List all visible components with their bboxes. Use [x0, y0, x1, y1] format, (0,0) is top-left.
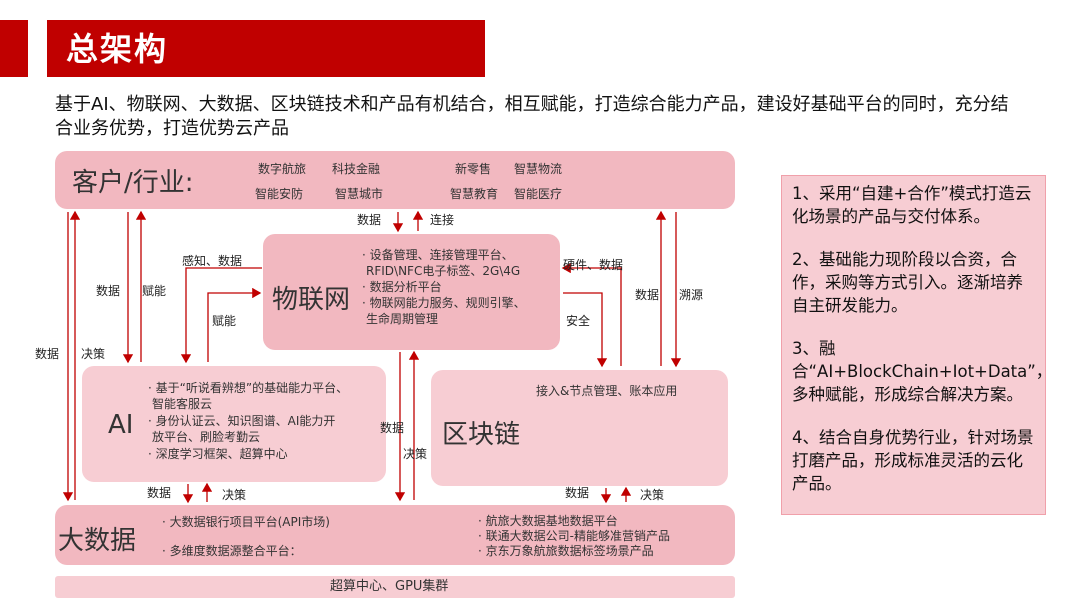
- customer-industry-label: 客户/行业:: [72, 168, 194, 198]
- customer-tag: 智慧物流: [514, 162, 563, 176]
- header-accent-bar: [0, 20, 28, 77]
- arrow-label-hardware: 硬件、数据: [563, 258, 624, 272]
- arrow-label-data: 数据: [35, 347, 60, 361]
- arrow-label-decision: 决策: [640, 488, 665, 502]
- bigdata-box: [55, 505, 735, 565]
- ai-item: · 深度学习框架、超算中心: [148, 447, 288, 461]
- arrow-label-data: 数据: [635, 288, 660, 302]
- customer-tag: 智能安防: [255, 187, 304, 201]
- arrow-security: [563, 292, 608, 368]
- iot-label: 物联网: [272, 285, 351, 315]
- arrow-label-perception: 感知、数据: [182, 254, 243, 268]
- ai-item: 智能客服云: [152, 397, 213, 411]
- iot-box: [263, 234, 560, 350]
- iot-item: · 设备管理、连接管理平台、: [362, 248, 514, 262]
- iot-item: · 物联网能力服务、规则引擎、: [362, 296, 526, 310]
- blockchain-label: 区块链: [442, 420, 521, 450]
- customer-tag: 新零售: [455, 162, 492, 176]
- customer-tag: 智慧教育: [450, 187, 499, 201]
- ai-item: · 身份认证云、知识图谱、AI能力开: [148, 414, 336, 428]
- header-bar: [47, 20, 485, 77]
- bigdata-item: · 多维度数据源整合平台：: [162, 544, 302, 558]
- note-item: 2、基础能力现阶段以合资，合作，采购等方式引入。逐渐培养自主研发能力。: [792, 250, 1023, 315]
- arrow-label-data: 数据: [147, 486, 172, 500]
- compute-cluster-label: 超算中心、GPU集群: [330, 579, 449, 594]
- ai-label: AI: [108, 410, 134, 440]
- arrow-label-data: 数据: [380, 421, 405, 435]
- arrow-label-security: 安全: [566, 314, 591, 328]
- customer-tag: 智能医疗: [514, 187, 563, 201]
- arrow-label-data: 数据: [357, 213, 382, 227]
- note-item: 3、融合“AI+BlockChain+Iot+Data”，多种赋能，形成综合解决…: [792, 339, 1053, 404]
- arrow-label-empower: 赋能: [142, 284, 167, 298]
- arrow-label-decision: 决策: [403, 447, 428, 461]
- compute-cluster-bar: [55, 576, 735, 598]
- ai-item: 放平台、刷脸考勤云: [152, 430, 261, 444]
- bigdata-item: · 航旅大数据基地数据平台: [478, 514, 618, 528]
- iot-item: · 数据分析平台: [362, 280, 442, 294]
- arrow-ai-iot-empower: [207, 287, 262, 362]
- ai-item: · 基于“听说看辨想”的基础能力平台、: [148, 381, 349, 395]
- bigdata-label: 大数据: [58, 526, 137, 556]
- arrow-iot-ai-perception: [180, 267, 262, 364]
- blockchain-item: 接入&节点管理、账本应用: [536, 384, 678, 398]
- customer-tag: 数字航旅: [258, 162, 307, 176]
- arrow-label-decision: 决策: [81, 347, 106, 361]
- iot-item: 生命周期管理: [366, 312, 439, 326]
- customer-tag: 智慧城市: [335, 187, 384, 201]
- arrow-label-connect: 连接: [430, 213, 455, 227]
- iot-item: RFID\NFC电子标签、2G\4G: [366, 264, 521, 278]
- page-title: 总架构: [66, 30, 169, 68]
- note-item: 1、采用“自建+合作”模式打造云化场景的产品与交付体系。: [792, 184, 1032, 226]
- arrow-label-data: 数据: [565, 486, 590, 500]
- note-item: 4、结合自身优势行业，针对场景打磨产品，形成标准灵活的云化产品。: [792, 428, 1034, 493]
- arrow-label-decision: 决策: [222, 488, 247, 502]
- arrow-label-empower: 赋能: [212, 314, 237, 328]
- bigdata-item: · 大数据银行项目平台(API市场): [162, 515, 330, 529]
- arrow-label-trace: 溯源: [679, 288, 704, 302]
- blockchain-box: [431, 370, 728, 486]
- customer-tag: 科技金融: [332, 162, 381, 176]
- intro-text: 基于AI、物联网、大数据、区块链技术和产品有机结合，相互赋能，打造综合能力产品，…: [55, 94, 1009, 139]
- bigdata-item: · 联通大数据公司-精能够准营销产品: [478, 529, 670, 543]
- arrow-label-data: 数据: [96, 284, 121, 298]
- notes-panel: 1、采用“自建+合作”模式打造云化场景的产品与交付体系。 2、基础能力现阶段以合…: [781, 175, 1053, 515]
- customer-industry-box: [55, 151, 735, 209]
- bigdata-item: · 京东万象航旅数据标签场景产品: [478, 544, 654, 558]
- ai-box: [82, 366, 386, 482]
- arrow-hardware-data: [561, 262, 622, 366]
